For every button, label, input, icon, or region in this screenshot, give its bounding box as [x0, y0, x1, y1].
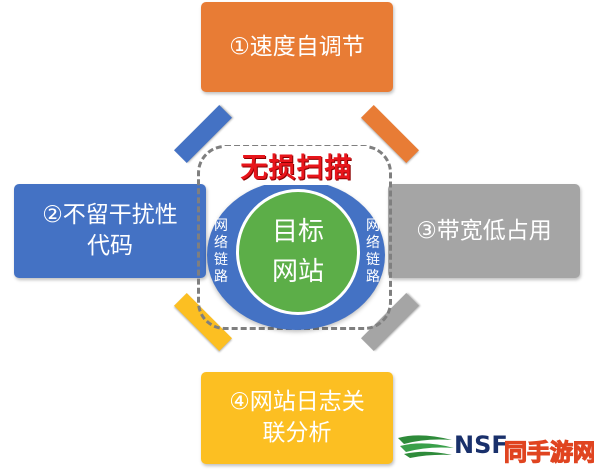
speed-adjust-box: ①速度自调节: [201, 2, 393, 92]
low-bandwidth-box: ③带宽低占用: [388, 184, 580, 278]
logo-text: NSF: [454, 431, 508, 459]
target-site-circle: 目标 网站: [236, 189, 360, 315]
site-name: 同手游网: [503, 439, 594, 466]
scan-title: 无损扫描: [224, 146, 369, 185]
watermark-logo: NSF 同手游网: [396, 428, 594, 467]
ring-label-right: 网络链路: [366, 218, 380, 285]
log-correlation-box: ④网站日志关 联分析: [201, 372, 393, 464]
no-interference-code-box: ②不留干扰性 代码: [14, 184, 206, 278]
ring-label-left: 网络链路: [214, 218, 228, 285]
swoosh-icon: [398, 435, 454, 458]
